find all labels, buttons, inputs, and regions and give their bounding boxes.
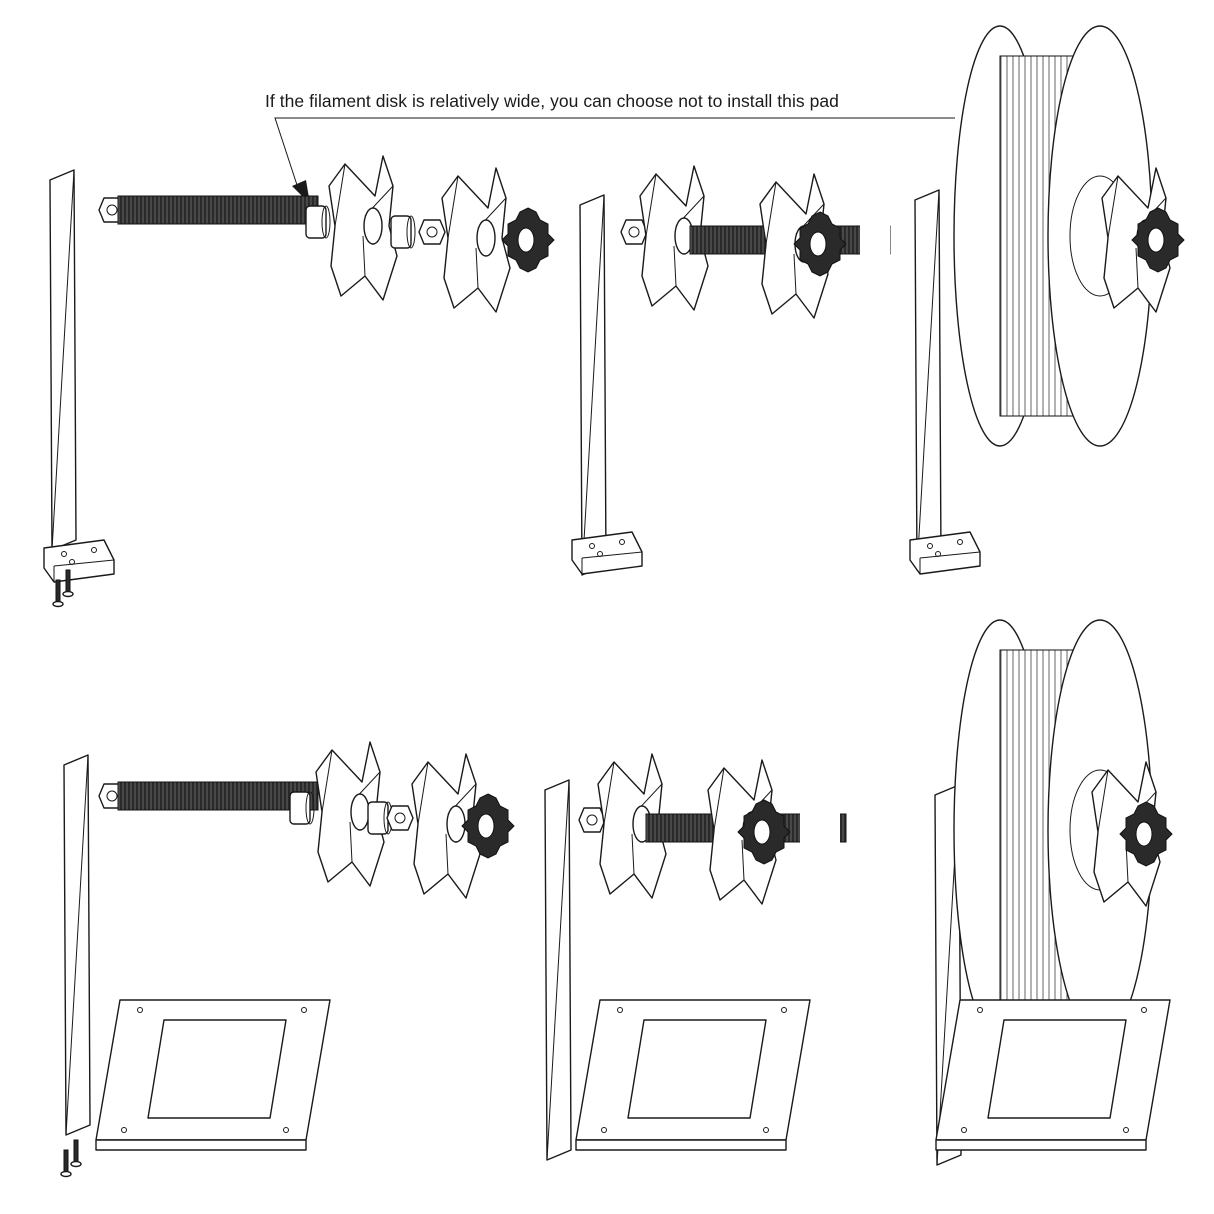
nut <box>578 807 606 833</box>
base-pad <box>909 531 981 575</box>
threaded-rod <box>117 781 319 811</box>
panel-top-exploded <box>43 155 555 608</box>
spool-cone <box>328 155 398 301</box>
threaded-rod <box>117 195 319 225</box>
callout-label: If the filament disk is relatively wide,… <box>265 91 839 111</box>
knob <box>501 207 555 273</box>
spacer-pad <box>289 791 315 825</box>
upright-arm <box>49 169 77 551</box>
panel-top-spool <box>909 25 1185 575</box>
upright-arm <box>63 754 91 1136</box>
nut <box>620 219 648 245</box>
base-plate <box>575 999 811 1151</box>
base-plate <box>95 999 331 1151</box>
base-pad <box>43 539 115 583</box>
spacer <box>390 215 416 249</box>
spool-cone <box>441 167 511 313</box>
panel-bottom-spool <box>934 619 1173 1166</box>
nut <box>386 805 414 831</box>
panel-bottom-assembled <box>544 753 847 1161</box>
nut <box>418 219 446 245</box>
spacer-pad <box>305 205 331 239</box>
screws-icon <box>60 1139 82 1178</box>
upright-arm <box>579 194 607 576</box>
upright-arm <box>914 189 942 571</box>
panel-bottom-exploded <box>60 741 515 1178</box>
base-pad <box>571 531 643 575</box>
panel-top-assembled <box>571 165 891 576</box>
upright-arm <box>544 779 572 1161</box>
base-plate <box>935 999 1171 1151</box>
